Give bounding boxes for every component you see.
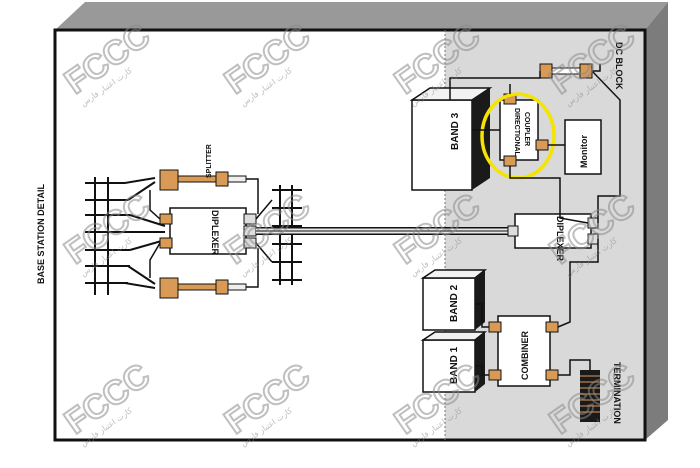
splitter-bottom <box>159 277 247 299</box>
right-wiring <box>449 64 621 376</box>
directional-coupler-label-line1: DIRECTIONAL <box>513 108 520 157</box>
band2-unit <box>420 269 488 331</box>
left-wiring <box>149 178 273 288</box>
diplexer-right-label: DIPLEXER <box>555 216 565 262</box>
band1-unit <box>420 331 488 393</box>
diplexer-left-label: DIPLEXER <box>210 210 220 256</box>
cabinet-outline <box>53 28 647 442</box>
monitor-box <box>564 119 602 175</box>
cabinet-top-face <box>55 2 668 30</box>
diplexer-left <box>159 207 257 255</box>
cabinet-side-face <box>645 2 668 440</box>
monitor-label: Monitor <box>579 135 589 168</box>
diplexer-right <box>507 213 599 249</box>
splitter-label: SPLITTER <box>206 144 213 178</box>
directional-coupler-label-line2: COUPLER <box>523 112 530 146</box>
antenna-array-left <box>85 177 166 295</box>
combiner-label: COMBINER <box>520 331 530 380</box>
band3-label: BAND 3 <box>450 112 461 150</box>
splitter-top <box>159 169 247 191</box>
termination <box>580 370 600 422</box>
base-station-detail-label: BASE STATION DETAIL <box>36 184 46 285</box>
dc-block <box>539 63 593 79</box>
combiner <box>488 315 559 387</box>
termination-label: TERMINATION <box>612 362 622 424</box>
band2-label: BAND 2 <box>449 284 460 322</box>
dc-block-label: DC BLOCK <box>614 42 624 90</box>
band1-label: BAND 1 <box>449 346 460 384</box>
